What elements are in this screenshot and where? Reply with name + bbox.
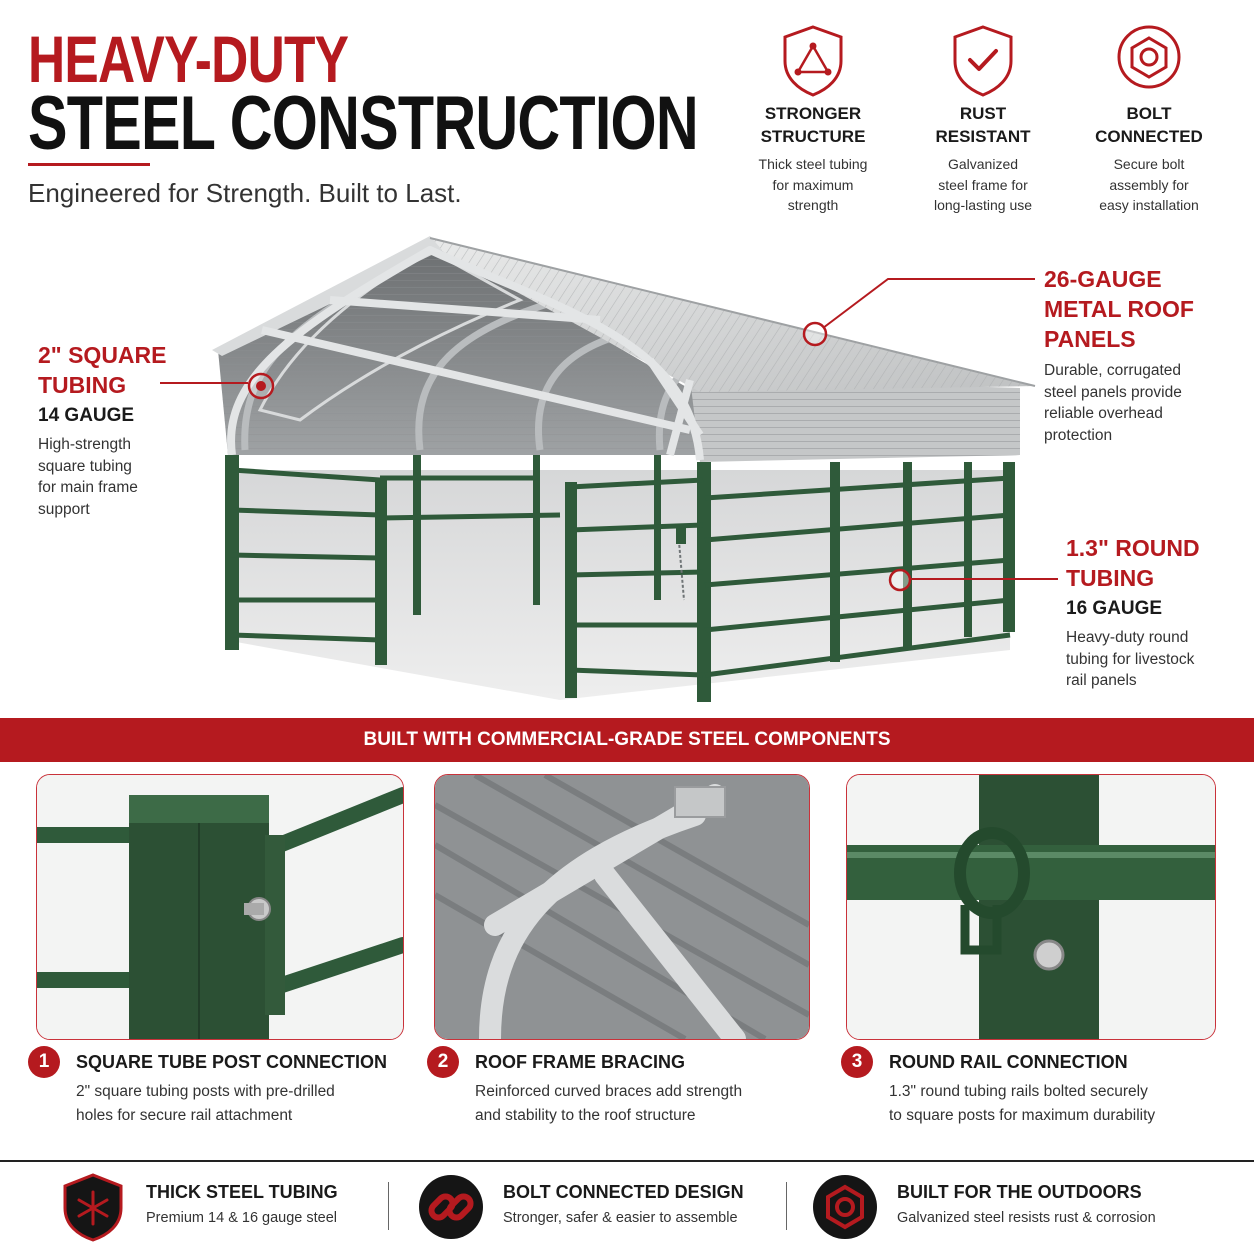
chain-link-icon xyxy=(419,1175,483,1239)
headline-line2: STEEL CONSTRUCTION xyxy=(28,81,699,166)
callout-title-line: TUBING xyxy=(1066,565,1155,591)
callout-roof-panels: 26-GAUGE METAL ROOF PANELS Durable, corrug… xyxy=(1044,264,1244,446)
component-square-post: 1 SQUARE TUBE POST CONNECTION 2" square … xyxy=(28,1044,428,1128)
component-desc-line: and stability to the roof structure xyxy=(475,1107,696,1124)
section-banner: BUILT WITH COMMERCIAL-GRADE STEEL COMPON… xyxy=(0,718,1254,762)
hex-nut-icon xyxy=(813,1175,877,1239)
headline-underline xyxy=(28,163,150,166)
callout-desc-line: protection xyxy=(1044,426,1113,444)
feature-bolt-connected: BOLT CONNECTED Secure bolt assembly for eas… xyxy=(1069,24,1229,216)
bottom-thick-tubing: THICK STEEL TUBING Premium 14 & 16 gauge… xyxy=(58,1170,388,1242)
callout-square-tubing: 2" SQUARE TUBING 14 GAUGE High-strength sq… xyxy=(38,340,238,520)
roof-bracing-illustration xyxy=(435,775,809,1039)
bottom-outdoors: BUILT FOR THE OUTDOORS Galvanized steel … xyxy=(810,1170,1230,1240)
feature-title-line: RUST xyxy=(959,104,1007,123)
component-title: ROOF FRAME BRACING xyxy=(475,1052,685,1072)
feature-title-line: CONNECTED xyxy=(1095,127,1203,146)
component-desc-line: 1.3" round tubing rails bolted securely xyxy=(889,1083,1148,1100)
component-number: 1 xyxy=(28,1046,60,1078)
component-desc-line: 2" square tubing posts with pre-drilled xyxy=(76,1083,335,1100)
feature-title-line: RESISTANT xyxy=(935,127,1031,146)
callout-desc-line: steel panels provide xyxy=(1044,383,1182,401)
hex-bolt-icon xyxy=(1117,25,1181,89)
feature-title-line: STRONGER xyxy=(764,104,862,123)
tagline: Engineered for Strength. Built to Last. xyxy=(28,178,462,208)
callout-desc-line: High-strength xyxy=(38,436,132,453)
section-banner-text: BUILT WITH COMMERCIAL-GRADE STEEL COMPON… xyxy=(363,729,891,750)
triangle-shield-icon xyxy=(783,25,843,97)
round-rail-illustration xyxy=(847,775,1215,1039)
callout-desc-line: tubing for livestock xyxy=(1066,650,1195,668)
component-title: SQUARE TUBE POST CONNECTION xyxy=(76,1052,388,1072)
snowflake-shield-icon xyxy=(63,1173,123,1242)
callout-title-line: PANELS xyxy=(1044,326,1136,352)
callout-desc-line: Durable, corrugated xyxy=(1044,362,1181,379)
component-title: ROUND RAIL CONNECTION xyxy=(889,1052,1128,1072)
check-shield-icon xyxy=(953,25,1013,97)
livestock-shelter-illustration xyxy=(160,236,1058,702)
callout-desc-line: square tubing xyxy=(38,457,132,475)
callout-title-line: 1.3" ROUND xyxy=(1066,535,1200,561)
callout-title-line: 26-GAUGE xyxy=(1044,266,1162,292)
callout-gauge: 16 GAUGE xyxy=(1066,598,1163,619)
feature-desc-line: for maximum xyxy=(772,176,854,193)
bottom-title: BUILT FOR THE OUTDOORS xyxy=(897,1182,1142,1202)
feature-desc-line: easy installation xyxy=(1099,197,1199,213)
callout-round-tubing: 1.3" ROUND TUBING 16 GAUGE Heavy-duty rou… xyxy=(1066,533,1246,692)
component-roof-bracing: 2 ROOF FRAME BRACING Reinforced curved b… xyxy=(427,1044,827,1128)
component-desc-line: holes for secure rail attachment xyxy=(76,1107,293,1124)
callout-desc-line: rail panels xyxy=(1066,672,1137,689)
feature-desc-line: steel frame for xyxy=(938,176,1028,193)
callout-title-line: METAL ROOF xyxy=(1044,296,1194,322)
feature-rust-resistant: RUST RESISTANT Galvanized steel frame for l… xyxy=(903,24,1063,216)
feature-desc-line: long-lasting use xyxy=(933,197,1033,213)
feature-title-line: STRUCTURE xyxy=(760,127,866,146)
component-desc-line: to square posts for maximum durability xyxy=(889,1107,1156,1124)
callout-marker-square xyxy=(160,372,275,400)
feature-desc-line: Galvanized xyxy=(947,156,1019,172)
bottom-divider xyxy=(0,1160,1254,1162)
feature-desc-line: Thick steel tubing xyxy=(758,156,868,172)
photo-roof-bracing xyxy=(434,774,810,1040)
callout-desc-line: for main frame xyxy=(38,479,138,496)
callout-gauge: 14 GAUGE xyxy=(38,405,135,426)
feature-title-line: BOLT xyxy=(1126,104,1172,123)
callout-desc-line: support xyxy=(38,500,90,518)
feature-stronger-structure: STRONGER STRUCTURE Thick steel tubing for … xyxy=(733,24,893,216)
callout-desc-line: Heavy-duty round xyxy=(1066,629,1189,646)
feature-desc-line: assembly for xyxy=(1109,176,1189,193)
bottom-bolt-design: BOLT CONNECTED DESIGN Stronger, safer & … xyxy=(416,1170,786,1240)
bottom-desc: Premium 14 & 16 gauge steel xyxy=(146,1210,338,1226)
headline-line1: HEAVY-DUTY xyxy=(28,22,349,96)
callout-desc-line: reliable overhead xyxy=(1044,405,1163,422)
bottom-desc: Galvanized steel resists rust & corrosio… xyxy=(897,1210,1156,1226)
bottom-separator xyxy=(786,1182,787,1230)
callout-marker-round xyxy=(888,568,1058,592)
callout-marker-roof xyxy=(802,278,1035,347)
feature-desc-line: Secure bolt xyxy=(1113,156,1185,172)
component-number: 3 xyxy=(841,1046,873,1078)
component-number: 2 xyxy=(427,1046,459,1078)
bottom-desc: Stronger, safer & easier to assemble xyxy=(503,1210,738,1226)
bottom-title: BOLT CONNECTED DESIGN xyxy=(503,1182,744,1202)
feature-desc-line: strength xyxy=(787,197,839,213)
bottom-title: THICK STEEL TUBING xyxy=(146,1182,338,1202)
callout-title-line: 2" SQUARE xyxy=(38,342,167,368)
bottom-separator xyxy=(388,1182,389,1230)
photo-square-post xyxy=(36,774,404,1040)
photo-round-rail xyxy=(846,774,1216,1040)
callout-title-line: TUBING xyxy=(38,372,127,398)
component-round-rail: 3 ROUND RAIL CONNECTION 1.3" round tubin… xyxy=(841,1044,1246,1128)
component-desc-line: Reinforced curved braces add strength xyxy=(475,1083,743,1100)
square-post-illustration xyxy=(37,775,403,1039)
